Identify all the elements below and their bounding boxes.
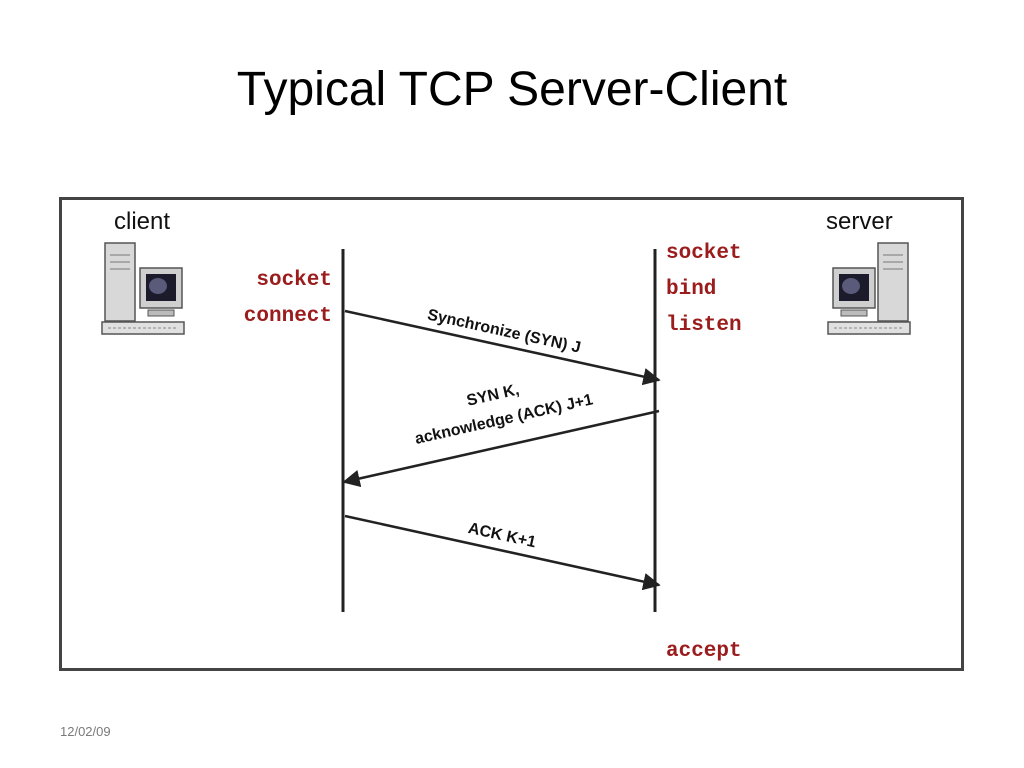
- diagram-frame: [59, 197, 964, 671]
- ack-arrow: [344, 514, 661, 591]
- syn-arrow: [344, 309, 661, 386]
- syn-ack-arrow: [342, 409, 660, 488]
- server-computer-icon: [827, 242, 911, 335]
- syn-ack-message-line1: SYN K,: [465, 381, 521, 409]
- client-call-socket: socket: [256, 269, 332, 292]
- slide-title: Typical TCP Server-Client: [236, 63, 788, 116]
- ack-message-label: ACK K+1: [466, 520, 537, 551]
- server-label: server: [826, 208, 893, 235]
- server-call-bind: bind: [666, 278, 716, 301]
- client-label: client: [114, 208, 170, 235]
- client-call-connect: connect: [244, 305, 332, 328]
- client-computer-icon: [101, 242, 185, 335]
- slide-date: 12/02/09: [60, 724, 111, 739]
- server-call-listen: listen: [666, 314, 742, 337]
- server-call-accept: accept: [666, 640, 742, 663]
- syn-message-label: Synchronize (SYN) J: [426, 307, 582, 357]
- server-call-socket: socket: [666, 242, 742, 265]
